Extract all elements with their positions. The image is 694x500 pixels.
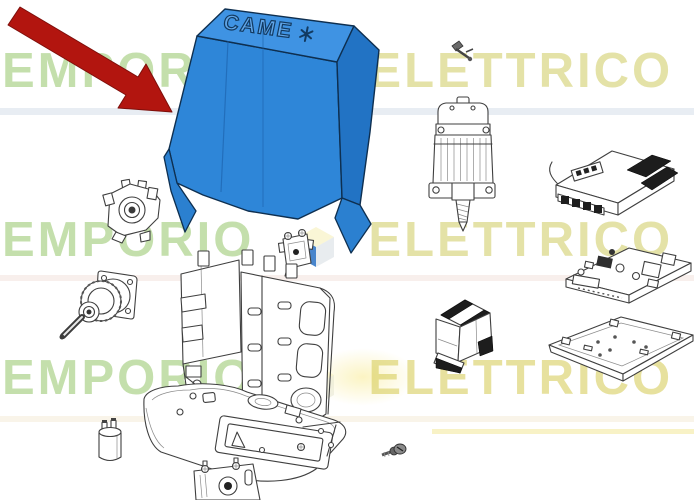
base-housing-part: [143, 383, 347, 482]
board-tray-part: [548, 316, 694, 382]
blue-cover-part: [163, 8, 380, 254]
control-unit-part: [549, 150, 679, 216]
came-logo: CAME: [221, 10, 316, 46]
limit-bracket-part: [277, 228, 315, 277]
transformer-part: [433, 299, 494, 374]
red-arrow-icon: [7, 6, 173, 113]
came-cross-icon: [299, 25, 314, 42]
release-door-part: [193, 457, 261, 500]
watermark-word-elettrico: ELETTRICO: [368, 44, 674, 98]
small-screw-part: [381, 443, 407, 458]
gearmotor-part: [428, 96, 496, 232]
capacitor-part: [98, 418, 122, 462]
circuit-board-part: [565, 247, 692, 304]
fixing-pin-part: [451, 40, 474, 62]
shaft-assembly-part: [59, 270, 138, 340]
bearing-cap-part: [102, 178, 161, 244]
